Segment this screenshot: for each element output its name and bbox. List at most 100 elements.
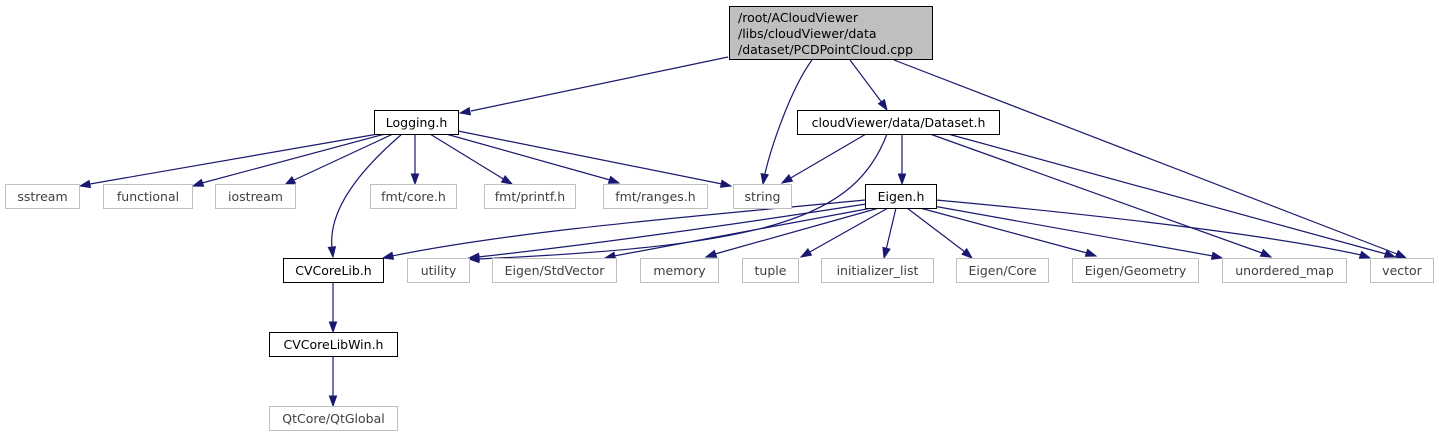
edge-eigen-to-umap <box>932 205 1224 260</box>
edge-arrowhead <box>760 172 769 186</box>
edge-root-to-vector <box>893 59 1408 259</box>
edge-line <box>849 59 884 105</box>
edge-line <box>929 133 1263 254</box>
node-umap: unordered_map <box>1222 258 1347 283</box>
node-box <box>733 184 792 209</box>
node-box <box>103 184 193 209</box>
node-initlist: initializer_list <box>821 258 934 283</box>
edge-line <box>932 205 1214 257</box>
edge-logging-to-string <box>457 130 733 188</box>
edge-line <box>919 207 1088 254</box>
node-cvcorelibwin[interactable]: CVCoreLibWin.h <box>269 332 398 357</box>
node-label: Eigen/StdVector <box>505 263 606 278</box>
node-label: Logging.h <box>386 115 448 130</box>
edge-line <box>429 133 506 181</box>
edge-line <box>445 133 611 181</box>
edge-arrowhead <box>897 173 907 186</box>
edge-root-to-string <box>760 59 813 186</box>
node-box <box>1222 258 1347 283</box>
node-box <box>5 184 80 209</box>
edge-arrowhead <box>381 251 395 260</box>
edge-logging-to-fmtprintf <box>429 133 514 185</box>
edge-arrowhead <box>1358 250 1372 259</box>
edge-logging-to-iostream <box>283 133 394 186</box>
node-label: utility <box>421 263 457 278</box>
edge-line <box>477 203 867 258</box>
node-box <box>374 110 459 135</box>
edge-arrowhead <box>799 248 813 258</box>
node-eigen[interactable]: Eigen.h <box>865 184 937 209</box>
edge-dataset-to-eigen <box>897 134 907 186</box>
node-label: CVCoreLib.h <box>295 263 371 278</box>
edge-line <box>885 207 897 251</box>
node-box <box>1370 258 1434 283</box>
nodes-layer: /root/ACloudViewer/libs/cloudViewer/data… <box>5 6 1434 431</box>
node-qtglobal: QtCore/QtGlobal <box>269 406 398 431</box>
node-tuple: tuple <box>742 258 799 283</box>
edge-dataset-to-string <box>780 133 867 184</box>
node-logging[interactable]: Logging.h <box>374 110 459 135</box>
edge-arrowhead <box>877 98 888 112</box>
node-root[interactable]: /root/ACloudViewer/libs/cloudViewer/data… <box>729 6 933 60</box>
edge-eigen-to-utility <box>467 203 867 262</box>
edge-arrowhead <box>78 179 92 189</box>
edge-arrowhead <box>780 174 794 184</box>
edge-arrowhead <box>719 179 733 188</box>
node-box <box>1072 258 1199 283</box>
node-label: iostream <box>228 189 283 204</box>
edge-eigen-to-eigengeom <box>919 207 1098 257</box>
node-cvcorelib[interactable]: CVCoreLib.h <box>283 258 384 283</box>
node-box <box>492 258 617 283</box>
edge-arrowhead <box>283 176 297 186</box>
edge-cvcorelibwin-to-qtglobal <box>328 356 338 408</box>
edge-arrowhead <box>458 106 472 116</box>
edge-line <box>714 207 880 255</box>
node-label: CVCoreLibWin.h <box>284 337 384 352</box>
node-label: unordered_map <box>1235 263 1334 278</box>
edge-logging-to-cvcorelib <box>327 133 403 259</box>
node-box <box>269 332 398 357</box>
node-vector: vector <box>1370 258 1434 283</box>
node-label: string <box>745 189 781 204</box>
edge-line <box>906 207 966 253</box>
node-fmtcore: fmt/core.h <box>370 184 457 209</box>
node-label: tuple <box>755 263 787 278</box>
node-box <box>797 110 1000 135</box>
node-dataset[interactable]: cloudViewer/data/Dataset.h <box>797 110 1000 135</box>
edge-line <box>201 133 386 184</box>
edge-eigen-to-vector <box>935 199 1372 259</box>
node-box <box>603 184 708 209</box>
edge-eigen-to-memory <box>704 207 880 258</box>
node-box <box>821 258 934 283</box>
node-box <box>215 184 296 209</box>
node-label: sstream <box>17 189 67 204</box>
edge-line <box>477 133 888 260</box>
edge-arrowhead <box>191 178 205 187</box>
edge-arrowhead <box>1259 248 1273 258</box>
node-box <box>269 406 398 431</box>
edge-root-to-dataset <box>849 59 888 112</box>
node-box <box>742 258 799 283</box>
node-memory: memory <box>640 258 719 283</box>
edge-line <box>470 56 729 112</box>
node-label: /libs/cloudViewer/data <box>738 26 877 41</box>
node-label: Eigen/Core <box>968 263 1036 278</box>
edge-arrowhead <box>328 321 338 334</box>
edge-dataset-to-umap <box>929 133 1273 258</box>
node-label: functional <box>117 189 179 204</box>
node-label: fmt/ranges.h <box>615 189 695 204</box>
edge-logging-to-fmtcore <box>410 134 420 186</box>
edge-line <box>89 133 379 185</box>
node-utility: utility <box>407 258 470 283</box>
edge-arrowhead <box>1383 249 1397 258</box>
node-eigengeom: Eigen/Geometry <box>1072 258 1199 283</box>
node-label: memory <box>653 263 706 278</box>
edge-eigen-to-tuple <box>799 207 889 258</box>
edge-arrowhead <box>1084 248 1098 257</box>
node-box <box>484 184 576 209</box>
edge-arrowhead <box>327 246 337 259</box>
node-iostream: iostream <box>215 184 296 209</box>
node-label: QtCore/QtGlobal <box>282 411 385 426</box>
node-stdvector: Eigen/StdVector <box>492 258 617 283</box>
node-fmtprintf: fmt/printf.h <box>484 184 576 209</box>
